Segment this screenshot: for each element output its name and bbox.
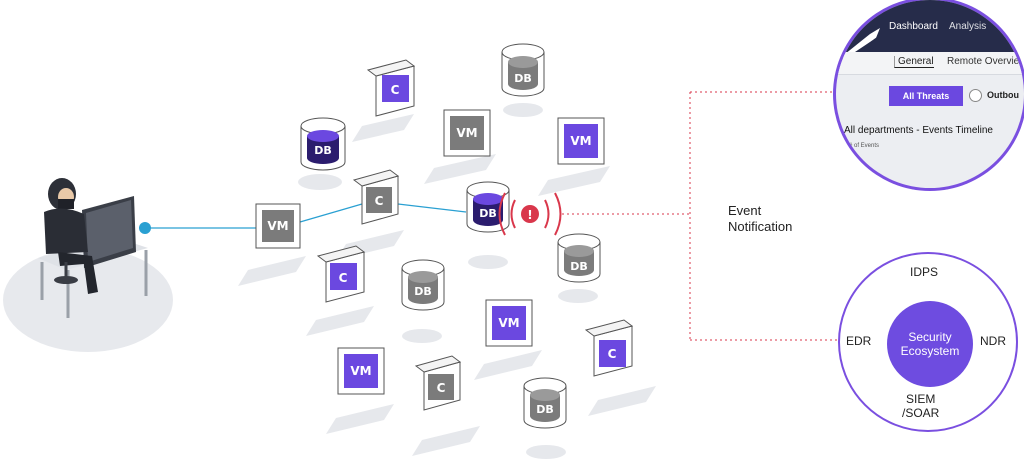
db-label: DB [479,207,497,220]
svg-text:!: ! [527,208,532,222]
ecosystem-center-label: Security Ecosystem [900,330,960,358]
mask [58,199,74,209]
cube-node: C [414,355,462,411]
floor-shadow [3,248,173,352]
db-label: DB [314,144,332,157]
cube-label: C [437,381,446,395]
ecosystem-siem-soar: SIEM /SOAR [902,392,940,420]
connection-line [299,203,363,223]
cube-label: C [339,271,348,285]
dashboard-nav-bar: Dashboard Analysis [836,0,1024,58]
ecosystem-center: Security Ecosystem [887,301,973,387]
db-label: DB [570,260,588,273]
db-node: DB [300,117,346,171]
vm-label: VM [456,126,477,140]
ecosystem-edr: EDR [846,334,872,348]
vm-label: VM [267,219,288,233]
nav-item-analysis[interactable]: Analysis [949,21,987,32]
vm-node: VM [337,347,385,395]
dashboard-magnifier: Dashboard Analysis General Remote Overvi… [836,0,1024,188]
db-node: DB [557,233,601,283]
outbound-radio[interactable] [969,89,982,102]
event-notification-label: Event Notification [728,203,793,234]
vm-label: VM [350,364,371,378]
ecosystem-ndr: NDR [980,334,1006,348]
alert-signal: ! [498,192,562,236]
connection-line [397,203,467,213]
tab-general[interactable]: General [894,56,934,68]
db-label: DB [536,403,554,416]
vm-node: VM [485,299,533,347]
nav-item-dashboard[interactable]: Dashboard [889,21,938,32]
connection-endpoint [139,222,151,234]
all-threats-button[interactable]: All Threats [889,86,963,106]
db-node: DB [501,43,545,97]
db-label: DB [414,285,432,298]
db-label: DB [514,72,532,85]
dashboard-tabs: General Remote Overvie [836,52,1024,75]
outbound-label: Outbou [987,90,1019,100]
cube-node: C [366,59,416,117]
vm-node: VM [443,109,491,157]
monitor-screen [86,200,133,262]
legs [58,252,98,294]
db-node: DB [523,377,567,429]
vm-label: VM [498,316,519,330]
events-timeline-subtitle: # of Events [849,143,880,149]
vm-node: VM [255,203,301,249]
db-node-alerted: DB [466,181,510,233]
vm-label: VM [570,134,591,148]
security-ecosystem: Security Ecosystem IDPS EDR NDR SIEM /SO… [838,252,1018,432]
cube-node: C [584,319,634,377]
db-node: DB [401,259,445,311]
tab-remote-overview[interactable]: Remote Overvie [947,56,1020,67]
notification-connectors [562,91,840,341]
cube-label: C [608,347,617,361]
cube-label: C [391,83,400,97]
events-timeline-title: All departments - Events Timeline [844,125,993,136]
ecosystem-idps: IDPS [910,265,939,279]
cube-node: C [352,169,400,225]
cube-node: C [316,245,366,303]
node-shadows [238,103,656,459]
cube-label: C [375,194,384,208]
vm-node: VM [557,117,605,165]
attacker-workstation [3,178,173,352]
alert-exclamation-icon [521,205,539,223]
torso [44,208,88,254]
